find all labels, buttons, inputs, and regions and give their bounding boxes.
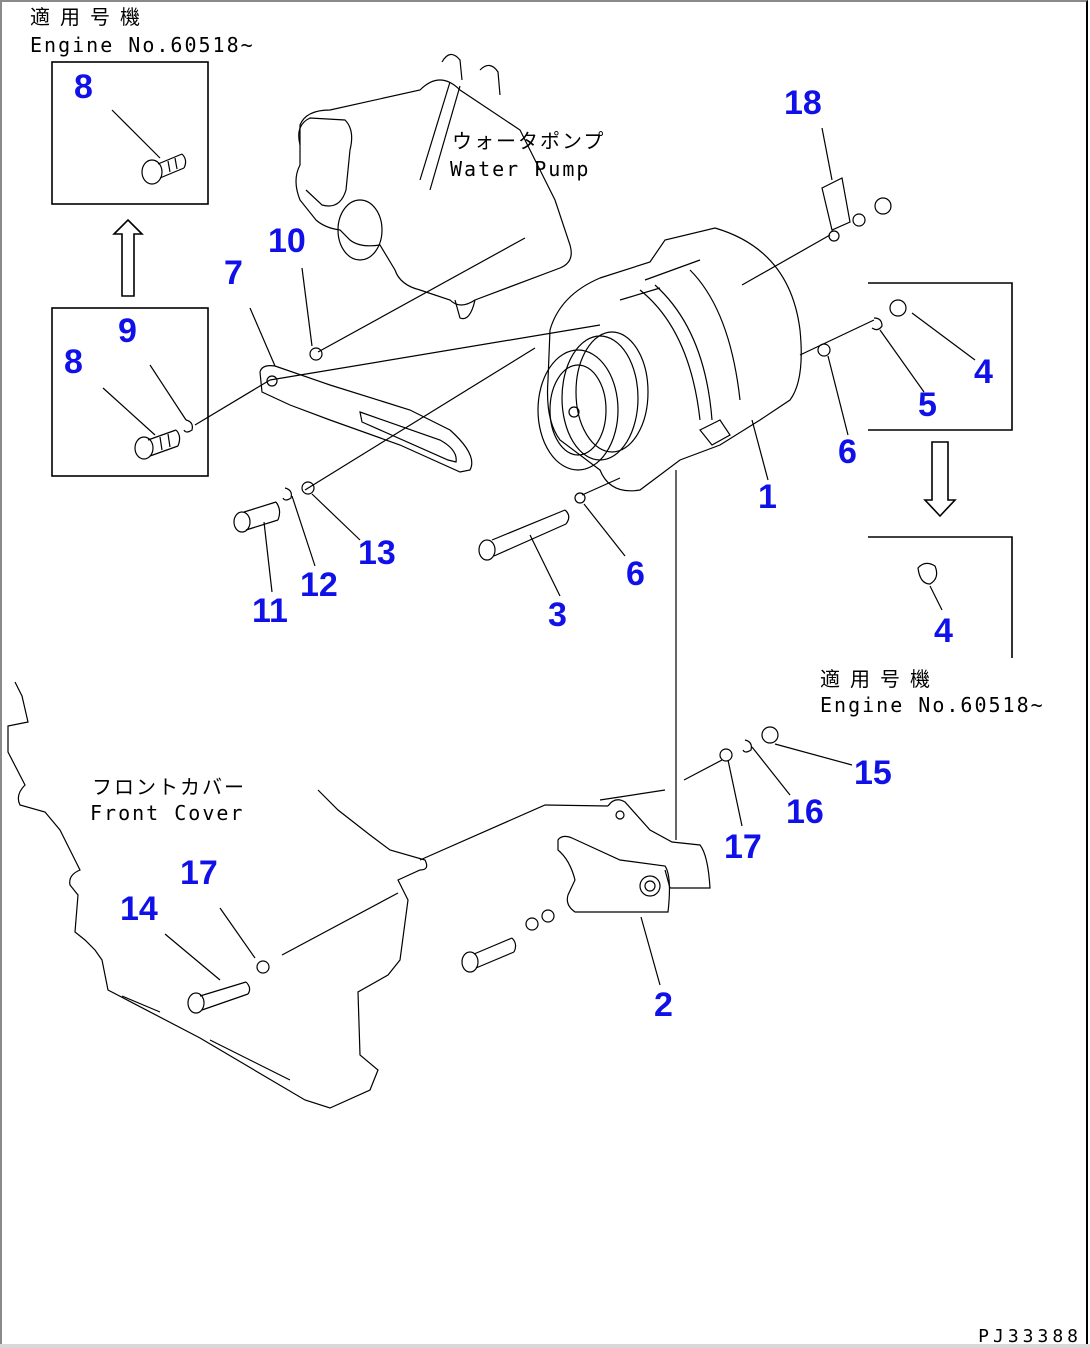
bracket-18-outline <box>821 177 851 231</box>
spring-washer-12-icon <box>282 487 292 501</box>
callout-8-bottom[interactable]: 8 <box>64 343 83 381</box>
callout-14[interactable]: 14 <box>120 890 158 928</box>
callout-10[interactable]: 10 <box>268 222 306 260</box>
drawing-number: PJ33388 <box>978 1326 1082 1347</box>
nut-15-icon <box>761 726 779 744</box>
callout-2[interactable]: 2 <box>654 986 673 1024</box>
callout-15[interactable]: 15 <box>854 754 892 792</box>
callout-16[interactable]: 16 <box>786 793 824 831</box>
water-pump-label-jp: ウォータポンプ <box>452 129 606 153</box>
front-cover-label-en: Front Cover <box>90 801 245 825</box>
callout-leaders <box>164 127 976 986</box>
callout-3[interactable]: 3 <box>548 596 567 634</box>
nut-4-lower-icon <box>917 562 938 585</box>
washer-10-icon <box>309 347 323 361</box>
callout-5[interactable]: 5 <box>918 386 937 424</box>
front-cover-label-jp: フロントカバー <box>92 775 246 799</box>
assembly-lines <box>194 234 875 840</box>
bolt-lower-icon <box>461 937 517 973</box>
bolt-11-icon <box>233 501 281 533</box>
detail-box-right-upper <box>868 282 1013 431</box>
stud-line <box>683 759 723 781</box>
washer-13-icon <box>301 481 315 495</box>
detail-box-right-lower <box>868 536 1013 658</box>
adjusting-bar-outline <box>259 365 473 473</box>
applicable-serial-note-right-jp: 適用号機 <box>820 667 940 691</box>
washer-lower-icon <box>541 909 555 923</box>
washer-17-right-icon <box>719 748 733 762</box>
spring-washer-16-icon <box>742 739 752 753</box>
arrow-down-icon <box>923 441 957 518</box>
washer-18a-icon <box>828 230 840 242</box>
callout-18[interactable]: 18 <box>784 84 822 122</box>
applicable-serial-note-top-en: Engine No.60518~ <box>30 33 255 57</box>
nut-18-icon <box>874 197 892 215</box>
applicable-serial-note-top-jp: 適用号機 <box>30 5 150 29</box>
bolt-8-top-icon <box>111 109 187 185</box>
washer-18b-icon <box>852 213 866 227</box>
washer-6-right-icon <box>817 343 831 357</box>
bracket-2-outline <box>557 799 711 913</box>
washer-6-center-icon <box>574 492 586 504</box>
bottom-rule <box>0 1344 1090 1348</box>
bolt-8-bottom-icon <box>102 364 193 460</box>
callout-4-upper[interactable]: 4 <box>974 353 993 391</box>
spring-washer-5-icon <box>871 317 883 331</box>
callout-13[interactable]: 13 <box>358 534 396 572</box>
callout-6-right[interactable]: 6 <box>838 433 857 471</box>
stud-line-2 <box>599 789 666 801</box>
nut-4-upper-icon <box>889 299 907 317</box>
callout-12[interactable]: 12 <box>300 566 338 604</box>
callout-17-right[interactable]: 17 <box>724 828 762 866</box>
water-pump-label-en: Water Pump <box>450 157 591 181</box>
bolt-14-icon <box>187 981 251 1014</box>
detail-box-bottom <box>51 307 209 477</box>
bolt-3-icon <box>478 509 570 561</box>
callout-8-top[interactable]: 8 <box>74 68 93 106</box>
callout-11[interactable]: 11 <box>252 592 288 630</box>
spring-washer-lower-icon <box>525 917 539 931</box>
washer-17-left-icon <box>256 960 270 974</box>
arrow-up-icon <box>112 218 144 297</box>
callout-6-center[interactable]: 6 <box>626 555 645 593</box>
callout-17-left[interactable]: 17 <box>180 854 218 892</box>
water-pump-outline <box>295 53 572 320</box>
callout-4-lower[interactable]: 4 <box>934 612 953 650</box>
alternator-outline <box>537 227 802 492</box>
callout-7[interactable]: 7 <box>224 254 243 292</box>
callout-1[interactable]: 1 <box>758 478 777 516</box>
detail-box-top <box>51 61 209 205</box>
front-cover-outline <box>7 681 609 1109</box>
callout-9[interactable]: 9 <box>118 312 137 350</box>
applicable-serial-note-right-en: Engine No.60518~ <box>820 693 1045 717</box>
